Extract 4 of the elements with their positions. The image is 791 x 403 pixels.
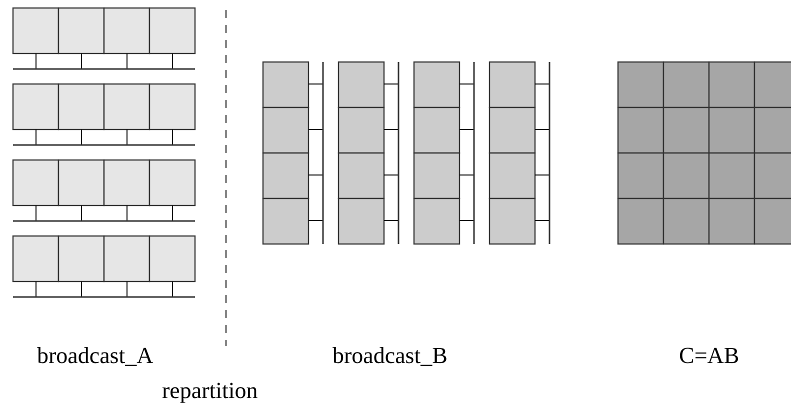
divider-caption: repartition <box>162 378 258 403</box>
matrix-caption: broadcast_A <box>37 343 154 369</box>
matrix-caption: C=AB <box>679 343 740 369</box>
matrix-caption: broadcast_B <box>332 343 448 369</box>
